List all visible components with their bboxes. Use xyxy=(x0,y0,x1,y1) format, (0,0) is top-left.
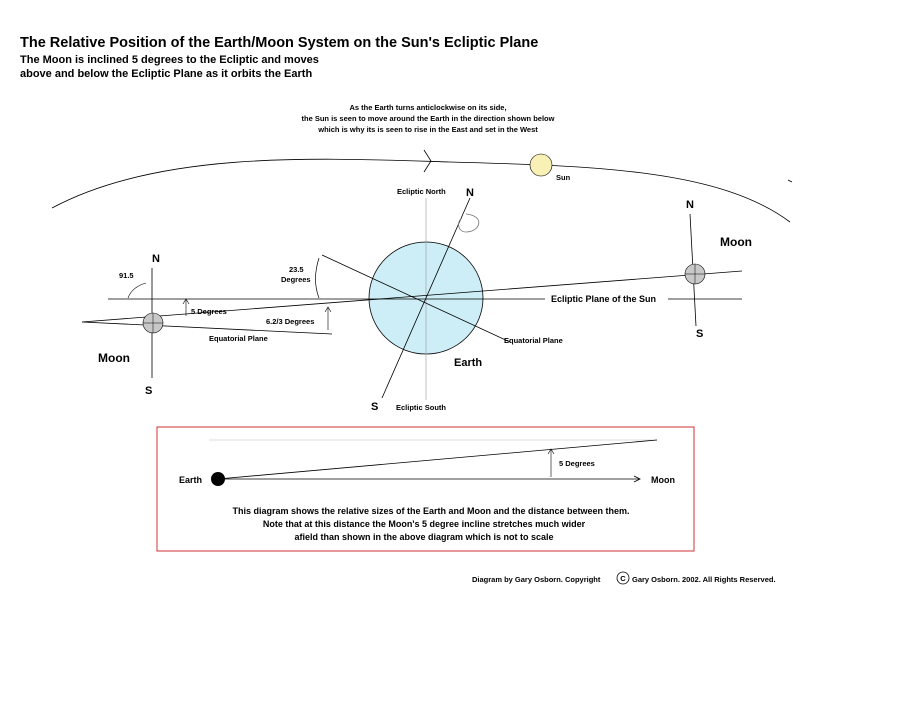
left-moon-n: N xyxy=(152,253,160,265)
orbit-direction-arrow xyxy=(423,149,432,173)
page-title: The Relative Position of the Earth/Moon … xyxy=(20,35,539,51)
inset-angle-arrow xyxy=(547,448,555,455)
copyright-icon xyxy=(616,571,630,585)
subtitle-line-2: above and below the Ecliptic Plane as it… xyxy=(20,68,313,80)
equatorial-plane-right-label: Equatorial Plane xyxy=(504,336,563,345)
left-moon-label: Moon xyxy=(98,351,130,365)
sun-label: Sun xyxy=(556,173,571,182)
equatorial-plane-left-label: Equatorial Plane xyxy=(209,334,268,343)
sun-note-line-2: the Sun is seen to move around the Earth… xyxy=(302,114,555,123)
moon-orbit-line xyxy=(81,270,743,323)
inset-earth-label: Earth xyxy=(179,475,202,485)
inset-earth-icon xyxy=(211,472,225,486)
credit-left: Diagram by Gary Osborn. Copyright xyxy=(472,575,601,584)
subtitle-line-1: The Moon is inclined 5 degrees to the Ec… xyxy=(20,54,319,66)
six-two-thirds-label: 6.2/3 Degrees xyxy=(266,317,314,326)
sun-note-line-3: which is why its is seen to rise in the … xyxy=(317,125,538,134)
six-degree-arrow xyxy=(324,306,332,313)
ecliptic-plane-label: Ecliptic Plane of the Sun xyxy=(551,294,656,304)
earth-rotation-axis xyxy=(381,197,471,399)
ecliptic-south-label: Ecliptic South xyxy=(396,403,446,412)
angle-23-5-arc xyxy=(315,257,320,299)
earth-label: Earth xyxy=(454,357,482,369)
ecliptic-north-label: Ecliptic North xyxy=(397,187,446,196)
inset-angle-label: 5 Degrees xyxy=(559,459,595,468)
inset-arrow xyxy=(633,475,641,483)
ecliptic-north-n: N xyxy=(466,187,474,199)
angle-23-5-line1: 23.5 xyxy=(289,265,304,274)
rotation-arrow-icon xyxy=(458,213,480,233)
sun-orbit-arc xyxy=(51,158,791,223)
orbit-tick xyxy=(787,179,793,183)
inset-caption-line-2: Note that at this distance the Moon's 5 … xyxy=(263,519,586,529)
inset-box xyxy=(156,426,695,552)
equatorial-plane-line xyxy=(321,254,511,343)
inset-incline-line xyxy=(217,439,658,480)
earth-axis-s: S xyxy=(371,401,378,413)
angle-23-5-line2: Degrees xyxy=(281,275,311,284)
five-degree-arrow xyxy=(182,298,190,305)
right-moon-s: S xyxy=(696,328,703,340)
inset-moon-label: Moon xyxy=(651,475,675,485)
angle-91-5-arc xyxy=(127,282,147,299)
left-moon-s: S xyxy=(145,385,152,397)
right-moon-label: Moon xyxy=(720,235,752,249)
angle-91-5-label: 91.5 xyxy=(119,271,134,280)
credit-right: Gary Osborn. 2002. All Rights Reserved. xyxy=(632,575,776,584)
inset-caption-line-3: afield than shown in the above diagram w… xyxy=(294,532,553,542)
sun-icon xyxy=(529,153,553,177)
five-degrees-label: 5 Degrees xyxy=(191,307,227,316)
equatorial-plane-left-line xyxy=(81,321,333,335)
right-moon-n: N xyxy=(686,199,694,211)
sun-note-line-1: As the Earth turns anticlockwise on its … xyxy=(349,103,506,112)
inset-caption-line-1: This diagram shows the relative sizes of… xyxy=(232,506,629,516)
copyright-symbol: C xyxy=(620,574,626,583)
